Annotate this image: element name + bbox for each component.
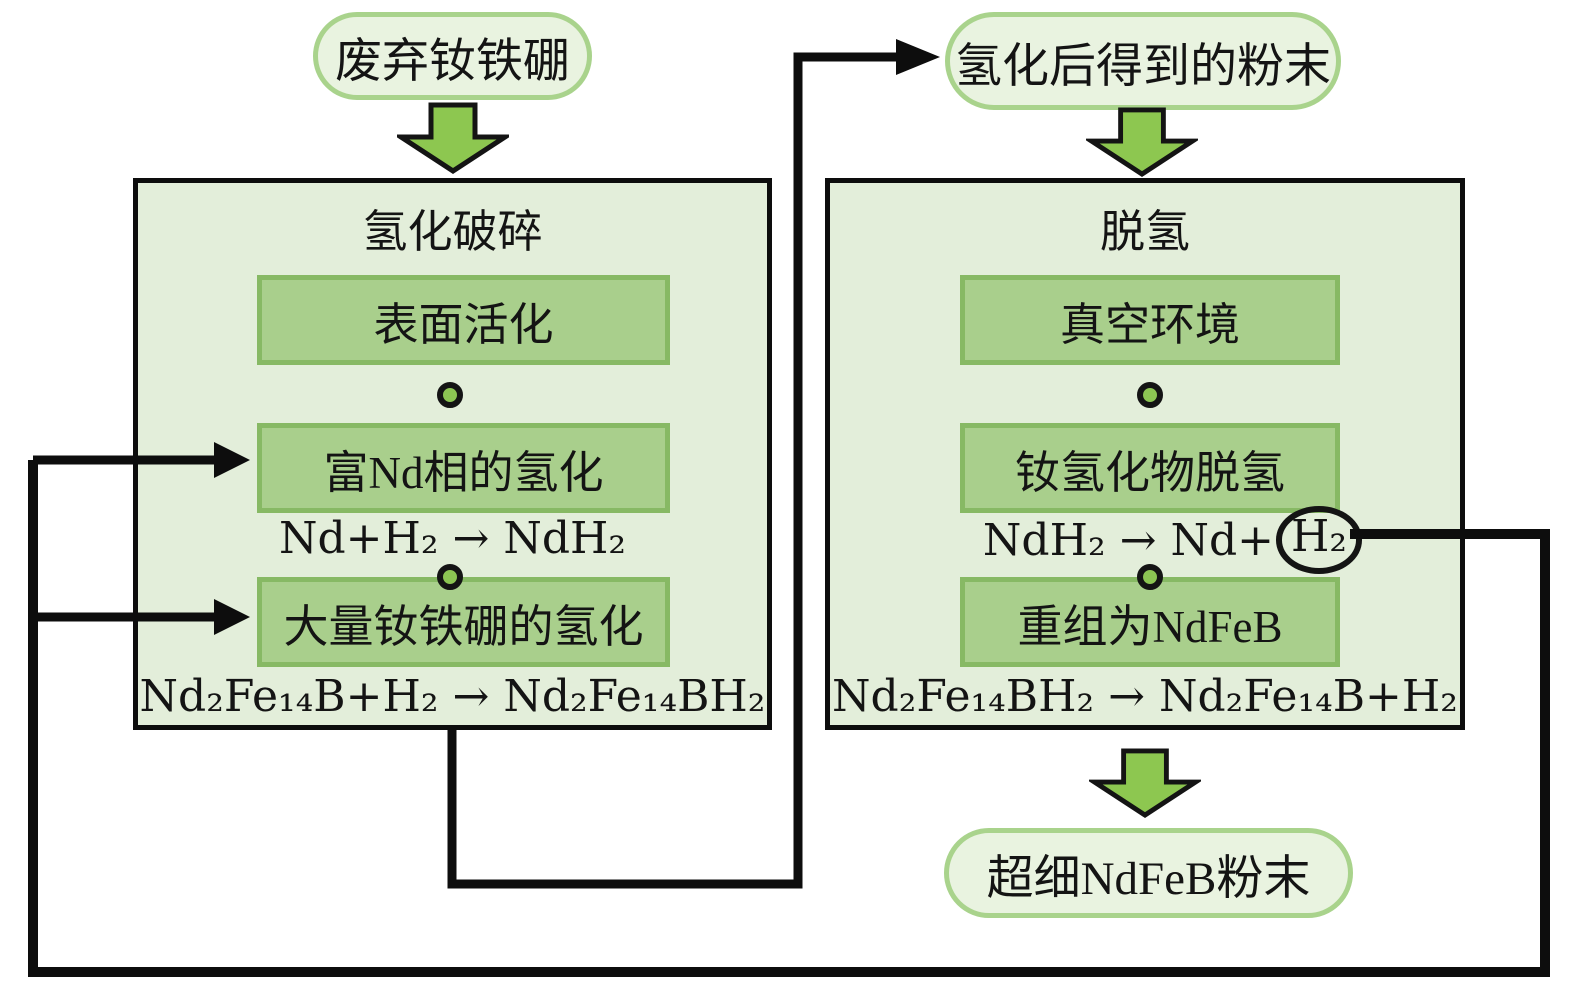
down-block-arrow-icon: [1089, 748, 1201, 818]
hydrided-powder-label: 氢化后得到的粉末: [955, 40, 1331, 93]
down-block-arrow-icon: [397, 102, 509, 174]
reaction-recombine: Nd₂Fe₁₄BH₂ → Nd₂Fe₁₄B+H₂: [832, 671, 1458, 722]
waste-ndfeb-pill: 废弃钕铁硼: [313, 12, 592, 100]
hydrided-powder-pill: 氢化后得到的粉末: [945, 12, 1341, 110]
step-recombine-ndfeb: 重组为NdFeB: [960, 577, 1340, 667]
waste-ndfeb-label: 废弃钕铁硼: [335, 35, 570, 88]
step-nd-hydride-dehydrogenation: 钕氢化物脱氢: [960, 423, 1340, 513]
step-nd-rich-hydrogenation-label: 富Nd相的氢化: [323, 447, 604, 498]
reaction-dehydride-prefix: NdH₂ → Nd+: [982, 514, 1274, 566]
connector-dot: [1137, 382, 1163, 408]
step-vacuum-environment-label: 真空环境: [1059, 299, 1240, 350]
h2-circle-highlight: H₂: [1275, 506, 1362, 574]
connector-dot: [437, 382, 463, 408]
arrowhead-hydrided-powder: [896, 39, 940, 75]
left-panel-title: 氢化破碎: [362, 207, 543, 257]
dehydrogenation-panel: 脱氢 真空环境 钕氢化物脱氢 NdH₂ → Nd+ H₂ 重组为NdFeB Nd…: [825, 178, 1465, 730]
step-surface-activation: 表面活化: [257, 275, 670, 365]
reaction-nd-hydride: Nd+H₂ → NdH₂: [278, 513, 627, 564]
ultrafine-ndfeb-powder-pill: 超细NdFeB粉末: [944, 828, 1353, 918]
down-block-arrow-icon: [1086, 107, 1198, 177]
step-nd-hydride-dehydrogenation-label: 钕氢化物脱氢: [1014, 447, 1285, 498]
connector-dot: [1137, 564, 1163, 590]
step-surface-activation-label: 表面活化: [373, 299, 554, 350]
ultrafine-ndfeb-powder-label: 超细NdFeB粉末: [986, 852, 1311, 905]
connector-dot: [437, 564, 463, 590]
reaction-bulk-hydrogenation: Nd₂Fe₁₄B+H₂ → Nd₂Fe₁₄BH₂: [139, 671, 766, 722]
step-vacuum-environment: 真空环境: [960, 275, 1340, 365]
step-nd-rich-hydrogenation: 富Nd相的氢化: [257, 423, 670, 513]
hydrogenation-crushing-panel: 氢化破碎 表面活化 富Nd相的氢化 Nd+H₂ → NdH₂ 大量钕铁硼的氢化 …: [133, 178, 772, 730]
step-bulk-ndfeb-hydrogenation: 大量钕铁硼的氢化: [257, 577, 670, 667]
reaction-dehydride: NdH₂ → Nd+ H₂: [830, 506, 1362, 574]
right-panel-title: 脱氢: [1099, 207, 1190, 257]
step-recombine-ndfeb-label: 重组为NdFeB: [1017, 601, 1283, 652]
step-bulk-ndfeb-hydrogenation-label: 大量钕铁硼的氢化: [283, 601, 644, 652]
